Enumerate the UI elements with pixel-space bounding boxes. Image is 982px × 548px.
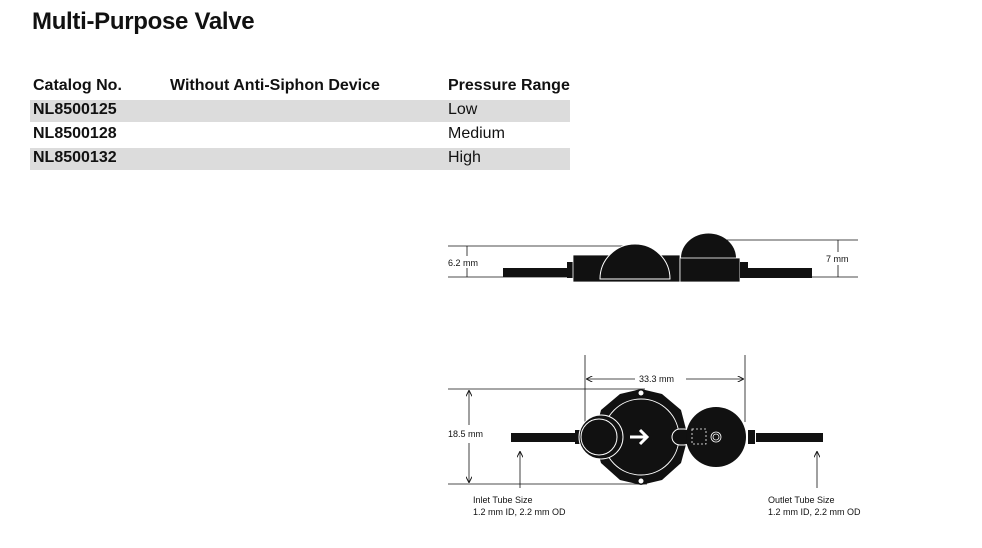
side-left-height-label: 6.2 mm bbox=[448, 258, 478, 268]
page-title: Multi-Purpose Valve bbox=[32, 8, 255, 35]
header-device: Without Anti-Siphon Device bbox=[170, 77, 380, 94]
outlet-size: 1.2 mm ID, 2.2 mm OD bbox=[768, 507, 861, 517]
header-catalog: Catalog No. bbox=[33, 77, 122, 94]
catalog-cell: NL8500125 bbox=[33, 101, 117, 118]
pressure-cell: Low bbox=[448, 101, 478, 118]
catalog-cell: NL8500128 bbox=[33, 125, 117, 142]
catalog-cell: NL8500132 bbox=[33, 149, 117, 166]
table-row: NL8500128 Medium bbox=[30, 124, 570, 146]
side-view-drawing: 6.2 mm 7 mm bbox=[448, 233, 858, 283]
table-header: Catalog No. Without Anti-Siphon Device P… bbox=[30, 76, 570, 98]
table-row: NL8500125 Low bbox=[30, 100, 570, 122]
outlet-label: Outlet Tube Size bbox=[768, 495, 835, 505]
inlet-label: Inlet Tube Size bbox=[473, 495, 533, 505]
top-view-drawing: 33.3 mm 18.5 mm Inlet Tube Size 1.2 mm I… bbox=[448, 355, 861, 517]
pressure-cell: Medium bbox=[448, 125, 505, 142]
length-label: 33.3 mm bbox=[639, 374, 674, 384]
product-table: Catalog No. Without Anti-Siphon Device P… bbox=[30, 76, 570, 170]
inlet-size: 1.2 mm ID, 2.2 mm OD bbox=[473, 507, 566, 517]
width-label: 18.5 mm bbox=[448, 429, 483, 439]
header-pressure: Pressure Range bbox=[448, 77, 570, 94]
pressure-cell: High bbox=[448, 149, 481, 166]
side-right-height-label: 7 mm bbox=[826, 254, 849, 264]
table-row: NL8500132 High bbox=[30, 148, 570, 170]
